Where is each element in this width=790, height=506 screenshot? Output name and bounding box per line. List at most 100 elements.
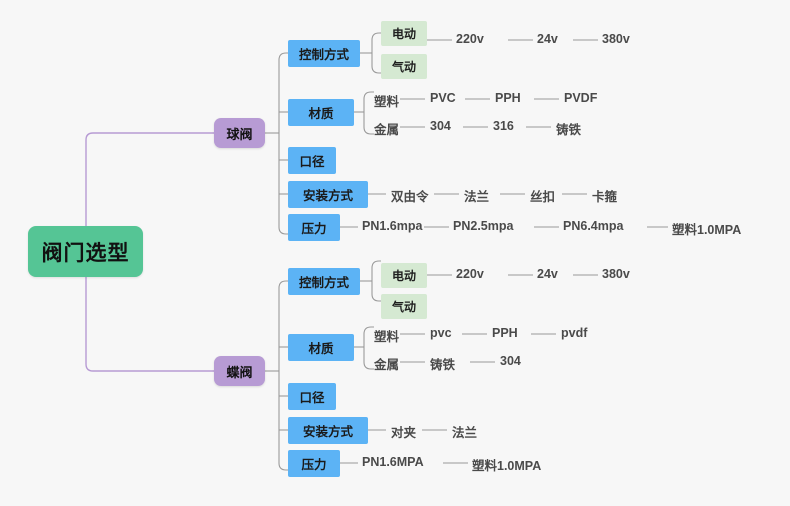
leaf-box-pneumatic-ball[interactable]: 气动 <box>381 54 427 79</box>
category-pressure-ball[interactable]: 压力 <box>288 214 340 241</box>
root-label: 阀门选型 <box>41 241 130 265</box>
leaf-label: PN2.5mpa <box>453 219 514 233</box>
leaf-label: 金属 <box>374 123 400 137</box>
leaf-label: 法兰 <box>452 426 478 440</box>
leaf-label: 铸铁 <box>430 358 456 372</box>
leaf-cast-iron-butterfly[interactable]: 铸铁 <box>430 354 455 373</box>
category-label: 压力 <box>301 458 327 472</box>
leaf-label: pvc <box>430 326 452 340</box>
leaf-316-ball[interactable]: 316 <box>493 119 514 133</box>
leaf-label: PN6.4mpa <box>563 219 624 233</box>
branch-label: 球阀 <box>226 126 253 142</box>
leaf-label: PN1.6mpa <box>362 219 423 233</box>
leaf-pn16-ball[interactable]: PN1.6mpa <box>362 219 422 233</box>
category-control-mode-ball[interactable]: 控制方式 <box>288 40 360 67</box>
leaf-voltage-380v-butterfly[interactable]: 380v <box>602 267 630 281</box>
leaf-label: PVDF <box>564 91 598 105</box>
leaf-label: 塑料1.0MPA <box>672 223 742 237</box>
leaf-flange-butterfly[interactable]: 法兰 <box>452 422 477 441</box>
category-label: 材质 <box>308 342 334 356</box>
leaf-pvc-butterfly[interactable]: pvc <box>430 326 452 340</box>
leaf-box-electric-butterfly[interactable]: 电动 <box>381 263 427 288</box>
category-pressure-butterfly[interactable]: 压力 <box>288 450 340 477</box>
leaf-thread-ball[interactable]: 丝扣 <box>530 186 555 205</box>
leaf-label: 316 <box>493 119 514 133</box>
branch-node-butterfly-valve[interactable]: 蝶阀 <box>214 356 265 386</box>
leaf-label: 304 <box>500 354 521 368</box>
leaf-label: pvdf <box>561 326 588 340</box>
leaf-box-electric-ball[interactable]: 电动 <box>381 21 427 46</box>
leaf-label: 24v <box>537 32 558 46</box>
category-installation-butterfly[interactable]: 安装方式 <box>288 417 368 444</box>
leaf-pvc-ball[interactable]: PVC <box>430 91 456 105</box>
leaf-box-pneumatic-butterfly[interactable]: 气动 <box>381 294 427 319</box>
leaf-304-ball[interactable]: 304 <box>430 119 451 133</box>
branch-label: 蝶阀 <box>226 364 253 380</box>
category-label: 控制方式 <box>298 276 349 290</box>
leaf-label: 法兰 <box>464 190 490 204</box>
leaf-metal-ball[interactable]: 金属 <box>374 119 399 138</box>
category-label: 口径 <box>299 391 325 405</box>
leaf-pvdf-butterfly[interactable]: pvdf <box>561 326 587 340</box>
leaf-voltage-24v-butterfly[interactable]: 24v <box>537 267 558 281</box>
leaf-clamp-ball[interactable]: 卡箍 <box>592 186 617 205</box>
leaf-voltage-220v-butterfly[interactable]: 220v <box>456 267 484 281</box>
leaf-label: PN1.6MPA <box>362 455 424 469</box>
leaf-304-butterfly[interactable]: 304 <box>500 354 521 368</box>
leaf-label: 塑料 <box>374 95 400 109</box>
category-material-ball[interactable]: 材质 <box>288 99 354 126</box>
leaf-label: 气动 <box>391 60 416 74</box>
leaf-label: 电动 <box>391 269 416 283</box>
leaf-label: 380v <box>602 267 630 281</box>
leaf-label: 24v <box>537 267 558 281</box>
leaf-label: 220v <box>456 267 484 281</box>
leaf-pn64-ball[interactable]: PN6.4mpa <box>563 219 623 233</box>
leaf-label: 塑料1.0MPA <box>472 459 542 473</box>
leaf-label: PVC <box>430 91 456 105</box>
leaf-pn25-ball[interactable]: PN2.5mpa <box>453 219 513 233</box>
branch-node-ball-valve[interactable]: 球阀 <box>214 118 265 148</box>
leaf-pvdf-ball[interactable]: PVDF <box>564 91 597 105</box>
leaf-label: 塑料 <box>374 330 400 344</box>
leaf-plastic-ball[interactable]: 塑料 <box>374 91 399 110</box>
leaf-plastic-10mpa-butterfly[interactable]: 塑料1.0MPA <box>472 455 541 474</box>
category-caliber-ball[interactable]: 口径 <box>288 147 336 174</box>
category-label: 压力 <box>301 222 327 236</box>
category-caliber-butterfly[interactable]: 口径 <box>288 383 336 410</box>
leaf-label: 电动 <box>391 27 416 41</box>
leaf-label: 金属 <box>374 358 400 372</box>
category-material-butterfly[interactable]: 材质 <box>288 334 354 361</box>
category-label: 控制方式 <box>298 48 349 62</box>
leaf-cast-iron-ball[interactable]: 铸铁 <box>556 119 581 138</box>
leaf-union-ball[interactable]: 双由令 <box>391 186 429 205</box>
leaf-flange-ball[interactable]: 法兰 <box>464 186 489 205</box>
leaf-label: PPH <box>495 91 521 105</box>
leaf-pph-butterfly[interactable]: PPH <box>492 326 518 340</box>
root-node[interactable]: 阀门选型 <box>28 226 143 277</box>
leaf-voltage-220v-ball[interactable]: 220v <box>456 32 484 46</box>
leaf-label: 304 <box>430 119 451 133</box>
leaf-voltage-380v-ball[interactable]: 380v <box>602 32 630 46</box>
leaf-label: 对夹 <box>391 426 417 440</box>
leaf-wafer-butterfly[interactable]: 对夹 <box>391 422 416 441</box>
leaf-plastic-10mpa-ball[interactable]: 塑料1.0MPA <box>672 219 741 238</box>
leaf-pn16-butterfly[interactable]: PN1.6MPA <box>362 455 424 469</box>
leaf-label: 卡箍 <box>592 190 618 204</box>
category-label: 材质 <box>308 107 334 121</box>
leaf-label: 380v <box>602 32 630 46</box>
leaf-plastic-butterfly[interactable]: 塑料 <box>374 326 399 345</box>
leaf-label: 丝扣 <box>530 190 556 204</box>
leaf-pph-ball[interactable]: PPH <box>495 91 521 105</box>
leaf-label: PPH <box>492 326 518 340</box>
leaf-label: 220v <box>456 32 484 46</box>
category-control-mode-butterfly[interactable]: 控制方式 <box>288 268 360 295</box>
leaf-voltage-24v-ball[interactable]: 24v <box>537 32 558 46</box>
leaf-label: 气动 <box>391 300 416 314</box>
category-installation-ball[interactable]: 安装方式 <box>288 181 368 208</box>
category-label: 口径 <box>299 155 325 169</box>
leaf-label: 铸铁 <box>556 123 582 137</box>
category-label: 安装方式 <box>302 425 353 439</box>
category-label: 安装方式 <box>302 189 353 203</box>
leaf-metal-butterfly[interactable]: 金属 <box>374 354 399 373</box>
